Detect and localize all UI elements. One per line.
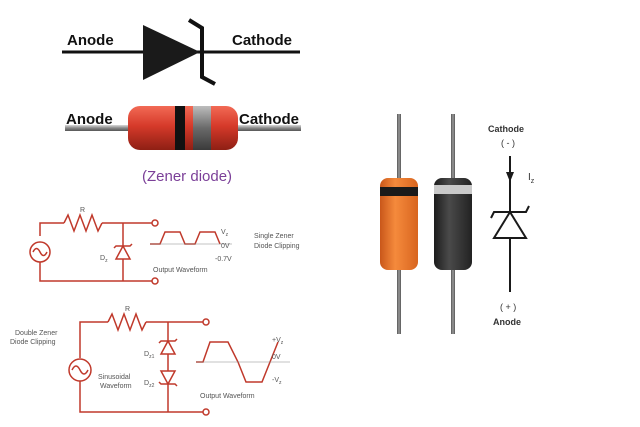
double-0v-label: 0V	[272, 354, 281, 361]
double-r-label: R	[125, 306, 130, 313]
single-waveform-caption: Output Waveform	[153, 267, 208, 274]
zener-symbol: Anode Cathode	[62, 18, 300, 86]
double-dz2-label: Dz2	[144, 380, 155, 389]
single-output-waveform	[150, 231, 221, 245]
double-title-2: Diode Clipping	[10, 339, 56, 346]
current-label: Iz	[528, 172, 535, 185]
right-symbol-bar	[490, 205, 530, 219]
double-terminal-top	[202, 318, 210, 326]
single-circuit-labels: R Dz Vz 0V -0.7V Output Waveform Single …	[80, 207, 300, 274]
orange-zener-component	[380, 114, 418, 334]
double-negv-label: -Vz	[272, 377, 282, 386]
right-cathode-label: Cathode	[488, 124, 524, 134]
double-source-1: Sinusoidal	[98, 374, 131, 381]
single-vz-label: Vz	[221, 229, 229, 238]
orange-body	[380, 178, 418, 270]
single-zener-bar	[113, 243, 133, 249]
single-r-label: R	[80, 207, 85, 214]
black-body	[434, 178, 472, 270]
double-wire-bottom	[79, 381, 203, 413]
double-zener1-bar	[158, 338, 178, 344]
right-anode-label: Anode	[493, 317, 521, 327]
package-black-band	[175, 106, 185, 150]
double-posv-label: +Vz	[272, 337, 284, 346]
double-ac-wave	[71, 365, 89, 375]
double-terminal-bottom	[202, 408, 210, 416]
single-terminal-top	[151, 219, 159, 227]
single-terminal-bottom	[151, 277, 159, 285]
black-cathode-band	[434, 185, 472, 194]
single-title-2: Diode Clipping	[254, 243, 300, 250]
right-anode-sign: ( + )	[500, 302, 516, 312]
symbol-triangle	[143, 25, 200, 80]
double-zener-circuit	[68, 311, 290, 416]
double-resistor	[107, 311, 147, 333]
single-dz-label: Dz	[100, 255, 108, 264]
double-wire-top-left	[79, 321, 108, 358]
black-zener-component	[434, 114, 472, 334]
package-cathode-lead	[233, 125, 301, 131]
single-zener-circuit	[29, 212, 232, 285]
single-wire-top-left	[39, 222, 64, 236]
single-zener-triangle	[114, 244, 132, 260]
current-arrow	[506, 172, 514, 182]
double-dz1-label: Dz1	[144, 351, 155, 360]
right-cathode-sign: ( - )	[501, 138, 515, 148]
orange-cathode-band	[380, 187, 418, 196]
single-resistor	[63, 212, 103, 234]
single-neg-label: -0.7V	[215, 256, 232, 263]
package-grey-band	[193, 106, 211, 150]
single-title-1: Single Zener	[254, 233, 294, 240]
symbol-bar	[187, 18, 216, 86]
package-anode-lead	[65, 125, 133, 131]
package-anode-label: Anode	[66, 111, 113, 128]
symbol-cathode-label: Cathode	[232, 32, 292, 49]
double-zener2-bar	[158, 381, 178, 387]
zener-package: Anode Cathode (Zener diode)	[65, 106, 301, 185]
package-caption: (Zener diode)	[142, 168, 232, 185]
double-zener1-triangle	[159, 339, 177, 355]
double-waveform-caption: Output Waveform	[200, 393, 255, 400]
package-cathode-label: Cathode	[239, 111, 299, 128]
double-circuit-labels: Double Zener Diode Clipping R Dz1 Dz2 Si…	[10, 306, 284, 400]
single-wire-bottom	[39, 262, 152, 282]
right-zener-symbol: Cathode ( - ) Iz ( + ) Anode	[488, 124, 535, 327]
symbol-anode-label: Anode	[67, 32, 114, 49]
double-title-1: Double Zener	[15, 330, 58, 337]
double-zener2-triangle	[159, 370, 177, 386]
right-symbol-triangle	[492, 210, 528, 239]
double-source-2: Waveform	[100, 383, 132, 390]
single-ac-wave	[32, 247, 48, 257]
single-0v-label: 0V	[221, 243, 230, 250]
